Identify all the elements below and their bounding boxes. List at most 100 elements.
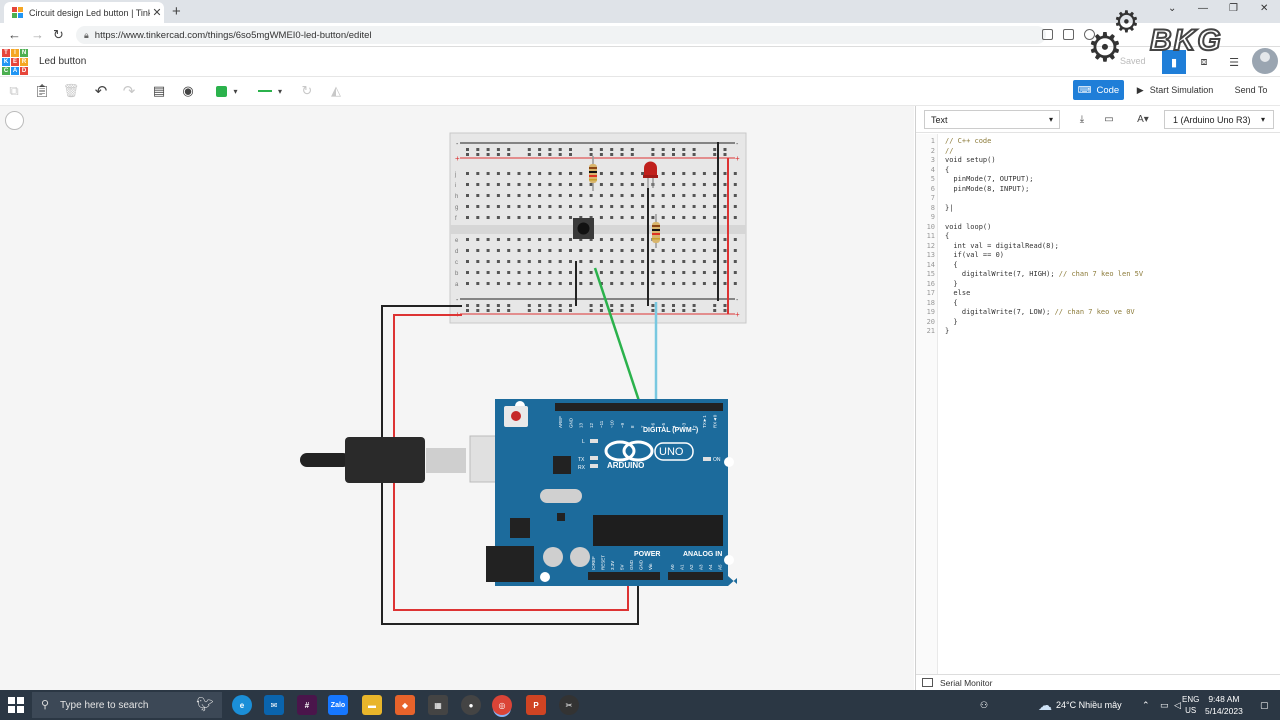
push-button[interactable] [573, 218, 594, 306]
project-title[interactable]: Led button [39, 56, 87, 67]
breadboard-hole [476, 260, 480, 263]
zoom-icon[interactable] [1084, 29, 1095, 40]
translate-icon[interactable] [1063, 29, 1074, 40]
restore-icon[interactable]: ❐ [1229, 3, 1238, 14]
arduino-uno-board[interactable]: ARDUINO UNO DIGITAL (PWM~) POWER ANALOG … [486, 399, 737, 586]
zoom-to-fit-icon[interactable] [5, 111, 24, 130]
forward-icon[interactable]: → [31, 27, 44, 42]
reload-icon[interactable]: ↻ [53, 27, 64, 42]
breadboard-hole [651, 249, 655, 252]
tinkercad-logo[interactable]: T I N K E R C A D [2, 49, 28, 75]
copy-icon[interactable]: ⧉ [9, 83, 19, 98]
upload-device-icon[interactable]: ▭ [1104, 114, 1114, 125]
back-icon[interactable]: ← [8, 27, 21, 42]
brave-icon[interactable]: ◆ [395, 695, 415, 715]
url-field[interactable]: 🔒︎ https://www.tinkercad.com/things/6so5… [76, 26, 1046, 44]
green-wire-pin-8[interactable] [593, 267, 644, 411]
network-icon[interactable]: ▭ [1160, 699, 1169, 710]
breadboard-hole [692, 183, 696, 186]
pin-label: AREF [558, 416, 563, 428]
tab-close-icon[interactable]: ✕ [152, 7, 162, 19]
taskbar-search-box[interactable]: ⚲ Type here to search 🐦︎ [32, 692, 222, 718]
serial-monitor-bar[interactable]: Serial Monitor [916, 674, 1280, 690]
code-line: }| [945, 204, 953, 214]
digital-header-label: DIGITAL (PWM~) [643, 427, 698, 434]
breadboard-hole [610, 282, 614, 285]
red-led[interactable] [643, 161, 658, 189]
powerpoint-icon[interactable]: P [526, 695, 546, 715]
power-wire[interactable] [393, 314, 629, 611]
resistor[interactable] [589, 156, 597, 191]
edge-icon[interactable]: e [232, 695, 252, 715]
code-mode-select[interactable]: Text ▾ [924, 110, 1060, 129]
breadboard-hole [672, 205, 675, 208]
breadboard-hole [692, 304, 696, 307]
code-text: { [945, 260, 958, 269]
device-select[interactable]: 1 (Arduino Uno R3) ▾ [1164, 110, 1274, 129]
line-number: 18 [926, 298, 935, 307]
weather-widget[interactable]: ☁ 24°C Nhiều mây [1038, 690, 1122, 720]
language-indicator[interactable]: ENG US [1182, 690, 1199, 720]
breadboard[interactable]: - + - + - + - + j i h g f e d c b a [449, 132, 747, 324]
resistor[interactable] [652, 214, 660, 248]
chevron-down-icon: ▾ [1048, 115, 1053, 124]
breadboard-hole [620, 216, 624, 219]
circuit-canvas[interactable]: - + - + - + - + j i h g f e d c b a [0, 106, 914, 690]
zalo-icon[interactable]: Zalo [328, 695, 348, 715]
volume-icon[interactable]: ◁ [1174, 699, 1181, 710]
code-text: } [945, 279, 958, 288]
store-icon[interactable]: ▦ [428, 695, 448, 715]
undo-icon[interactable]: ↶ [94, 83, 108, 100]
code-line: void setup() [945, 156, 996, 166]
breadboard-hole [682, 148, 686, 151]
pin-label: 3.3V [610, 561, 615, 570]
file-explorer-icon[interactable]: ▬ [362, 695, 382, 715]
tab-search-icon[interactable]: ⌄ [1168, 3, 1177, 14]
wire-type-picker[interactable]: ▾ [252, 82, 288, 100]
redo-icon[interactable]: ↷ [122, 83, 136, 100]
breadboard-hole [610, 304, 614, 307]
breadboard-hole [507, 304, 511, 307]
breadboard-hole [723, 238, 727, 241]
breadboard-hole [538, 282, 542, 285]
snipping-tool-icon[interactable]: ✂ [559, 695, 579, 715]
browser-tab[interactable]: Circuit design Led button | Tinke ✕ [4, 2, 164, 23]
download-icon[interactable]: ⤓ [1079, 114, 1085, 125]
clock[interactable]: 9:48 AM 5/14/2023 [1205, 690, 1243, 720]
notifications-icon[interactable]: ▢ [1260, 699, 1269, 710]
schematic-view-icon[interactable]: ⧈ [1200, 55, 1208, 68]
windows-start-icon[interactable] [8, 697, 24, 713]
font-size-icon[interactable]: A▾ [1137, 114, 1149, 125]
install-app-icon[interactable] [1042, 29, 1053, 40]
delete-icon[interactable]: 🗑︎ [62, 83, 80, 98]
people-icon[interactable]: ⚇ [980, 699, 989, 710]
tray-overflow-icon[interactable]: ⌃ [1142, 699, 1150, 710]
chrome-icon[interactable]: ◎ [492, 695, 512, 715]
rotate-icon[interactable]: ↻ [301, 83, 313, 98]
paste-icon[interactable]: 📋︎ [33, 83, 51, 98]
minimize-icon[interactable]: — [1198, 3, 1208, 14]
send-to-button[interactable]: Send To [1234, 85, 1268, 95]
breadboard-hole [486, 205, 490, 208]
mail-icon[interactable]: ✉ [264, 695, 284, 715]
breadboard-hole [620, 309, 624, 312]
user-avatar[interactable] [1252, 48, 1278, 74]
code-button[interactable]: ⌨ Code [1073, 80, 1124, 100]
circuit-view-icon[interactable]: ▮ [1162, 50, 1186, 74]
flip-icon[interactable]: ◭ [331, 83, 341, 98]
component-list-icon[interactable]: ☰ [1229, 56, 1239, 69]
breadboard-hole [723, 194, 727, 197]
ground-wire[interactable] [381, 305, 639, 625]
window-close-icon[interactable]: ✕ [1260, 3, 1269, 14]
tinkercad-favicon [12, 7, 23, 18]
new-tab-button[interactable]: + [172, 3, 181, 20]
obs-icon[interactable]: ● [461, 695, 481, 715]
notes-visibility-icon[interactable]: ◉ [182, 83, 194, 98]
slack-icon[interactable]: # [297, 695, 317, 715]
breadboard-hole [507, 205, 511, 208]
breadboard-hole [692, 260, 696, 263]
start-simulation-button[interactable]: ▶ Start Simulation [1131, 80, 1219, 100]
wire-color-picker[interactable]: ▾ [210, 82, 244, 100]
note-icon[interactable]: ▤ [152, 83, 166, 98]
